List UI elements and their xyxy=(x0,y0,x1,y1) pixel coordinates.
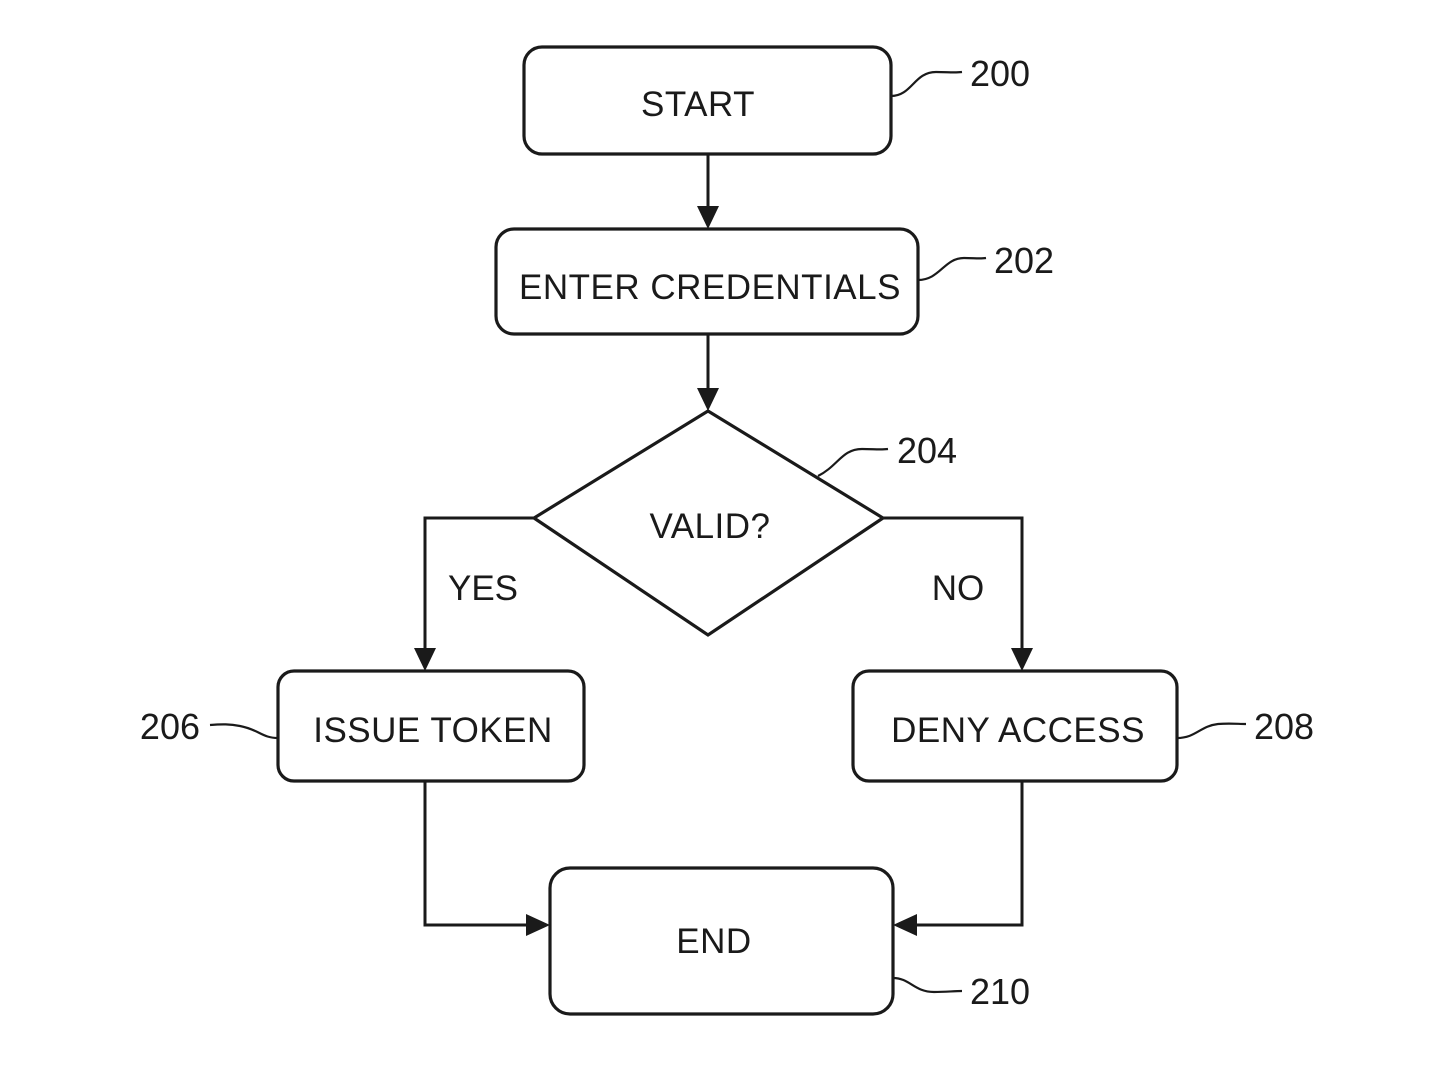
end-node: END xyxy=(550,868,893,1014)
issue-token-node: ISSUE TOKEN xyxy=(278,671,584,781)
start-node-label: START xyxy=(641,85,755,124)
ref-number-210: 210 xyxy=(970,971,1030,1012)
ref-number-208: 208 xyxy=(1254,706,1314,747)
ref-number-200: 200 xyxy=(970,53,1030,94)
valid-decision-label: VALID? xyxy=(649,507,770,546)
leader-line-200 xyxy=(891,72,962,96)
leader-line-206 xyxy=(210,724,278,738)
start-node: START xyxy=(524,47,891,154)
leader-line-204 xyxy=(818,449,888,476)
deny-access-node-label: DENY ACCESS xyxy=(891,711,1145,750)
connector-enter-to-valid xyxy=(697,335,719,411)
enter-credentials-node: ENTER CREDENTIALS xyxy=(496,229,918,334)
leader-line-208 xyxy=(1177,724,1246,738)
connector-start-to-enter xyxy=(697,155,719,229)
enter-credentials-node-label: ENTER CREDENTIALS xyxy=(519,268,901,307)
ref-number-206: 206 xyxy=(140,706,200,747)
connector-deny-to-end xyxy=(893,782,1022,936)
valid-decision-node: VALID? xyxy=(534,411,883,635)
no-branch-label: NO xyxy=(932,569,985,608)
issue-token-node-label: ISSUE TOKEN xyxy=(313,711,553,750)
ref-number-204: 204 xyxy=(897,430,957,471)
ref-number-202: 202 xyxy=(994,240,1054,281)
yes-branch-label: YES xyxy=(448,569,518,608)
end-node-label: END xyxy=(676,922,751,961)
connector-issue-to-end xyxy=(425,782,550,936)
leader-line-210 xyxy=(893,978,962,992)
leader-line-202 xyxy=(918,258,986,280)
deny-access-node: DENY ACCESS xyxy=(853,671,1177,781)
